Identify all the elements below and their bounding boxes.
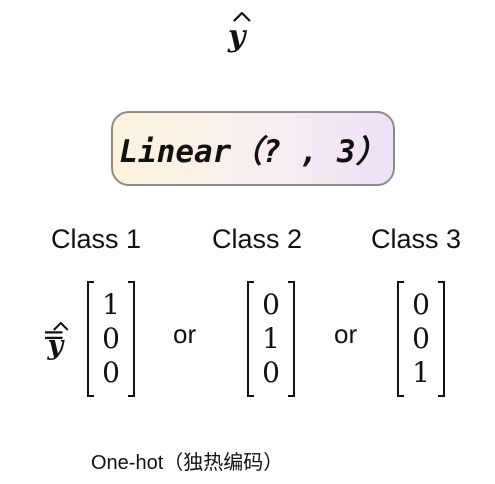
class-1-label: Class 1	[51, 224, 142, 254]
linear-layer-box: Linear（? , 3）	[111, 111, 395, 186]
or-separator: or	[334, 319, 358, 349]
matrix-brackets-icon	[247, 281, 295, 397]
vector-cell: 1	[262, 322, 280, 355]
vector-cell: 0	[102, 356, 120, 389]
vector-cell: 0	[412, 322, 430, 355]
class-3-label: Class 3	[371, 224, 462, 254]
hat-accent-icon	[53, 322, 69, 331]
equation-lhs-letter: y	[47, 330, 64, 361]
class-1-one-hot-vector: 1 0 0	[86, 280, 136, 398]
linear-layer-label: Linear（? , 3）	[119, 134, 387, 170]
hat-accent-icon	[233, 12, 251, 22]
matrix-brackets-icon	[397, 281, 445, 397]
class-2-one-hot-vector: 0 1 0	[246, 280, 296, 398]
class-2-label: Class 2	[212, 224, 303, 254]
output-y-hat-symbol: y	[226, 8, 256, 54]
vector-cell: 1	[102, 288, 120, 321]
vector-cell: 0	[102, 322, 120, 355]
output-symbol-letter: y	[228, 19, 246, 54]
one-hot-caption: One-hot（独热编码）	[91, 452, 284, 474]
vector-cell: 0	[412, 288, 430, 321]
or-separator: or	[173, 319, 197, 349]
class-3-one-hot-vector: 0 0 1	[396, 280, 446, 398]
matrix-brackets-icon	[87, 281, 135, 397]
vector-cell: 0	[262, 288, 280, 321]
vector-cell: 0	[262, 356, 280, 389]
equation-y-hat-symbol: y	[46, 320, 74, 364]
equals-sign: =	[42, 318, 66, 351]
vector-cell: 1	[412, 356, 430, 389]
